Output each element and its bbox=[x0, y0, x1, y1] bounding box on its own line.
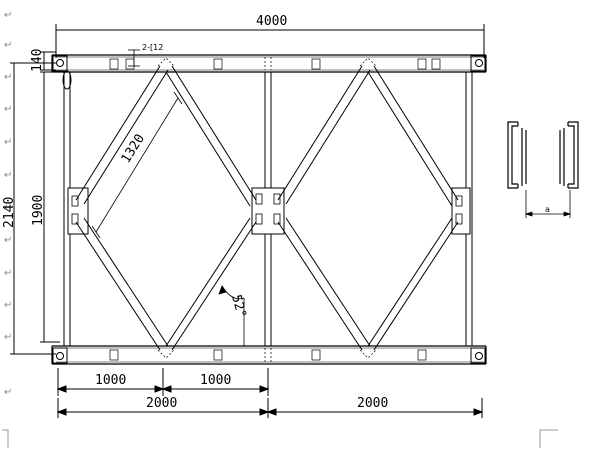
chord-spec-label: 2-[12 bbox=[142, 43, 163, 52]
angle-label: 52° bbox=[228, 293, 249, 320]
chord-height-label: 140 bbox=[30, 49, 45, 72]
angle-annotation bbox=[218, 285, 245, 346]
top-chord bbox=[51, 54, 487, 73]
inner-height-label: 1900 bbox=[31, 195, 46, 226]
page-corner-marks bbox=[2, 429, 558, 448]
paragraph-mark: ↵ bbox=[4, 268, 12, 279]
section-dimension bbox=[524, 190, 572, 218]
paragraph-mark: ↵ bbox=[4, 300, 12, 311]
paragraph-mark: ↵ bbox=[4, 10, 12, 21]
diagonal-length-dimension bbox=[91, 91, 183, 239]
half-left-label: 2000 bbox=[146, 396, 177, 411]
top-chord-lugs bbox=[109, 57, 441, 70]
gusset-slots bbox=[71, 193, 463, 225]
section-dimension-label: a bbox=[545, 205, 550, 214]
quarter-dimensions bbox=[56, 368, 270, 396]
quarter-2-label: 1000 bbox=[200, 373, 231, 388]
bottom-chord-lugs bbox=[109, 348, 427, 362]
overall-width-dimension bbox=[55, 24, 485, 58]
top-pins bbox=[52, 55, 486, 72]
gusset-plates bbox=[67, 187, 471, 235]
overall-width-label: 4000 bbox=[256, 14, 287, 29]
bottom-chord bbox=[51, 345, 487, 365]
total-height-label: 2140 bbox=[2, 197, 17, 228]
paragraph-mark: ↵ bbox=[4, 40, 12, 51]
channel-section-detail bbox=[507, 121, 579, 189]
half-dimensions bbox=[56, 398, 484, 418]
paragraph-mark: ↵ bbox=[4, 137, 12, 148]
paragraph-mark: ↵ bbox=[4, 387, 12, 398]
bottom-pins bbox=[52, 347, 486, 364]
paragraph-mark: ↵ bbox=[4, 332, 12, 343]
paragraph-mark: ↵ bbox=[4, 170, 12, 181]
left-panel-diagonals bbox=[75, 65, 257, 351]
paragraph-marks: ↵ ↵ ↵ ↵ ↵ ↵ ↵ ↵ ↵ ↵ ↵ ↵ bbox=[4, 10, 12, 398]
diagonal-length-label: 1320 bbox=[119, 132, 148, 167]
quarter-1-label: 1000 bbox=[95, 373, 126, 388]
paragraph-mark: ↵ bbox=[4, 202, 12, 213]
paragraph-mark: ↵ bbox=[4, 235, 12, 246]
half-right-label: 2000 bbox=[357, 396, 388, 411]
paragraph-mark: ↵ bbox=[4, 72, 12, 83]
total-height-dimension bbox=[10, 62, 56, 355]
paragraph-mark: ↵ bbox=[4, 104, 12, 115]
right-panel-diagonals bbox=[277, 65, 459, 351]
